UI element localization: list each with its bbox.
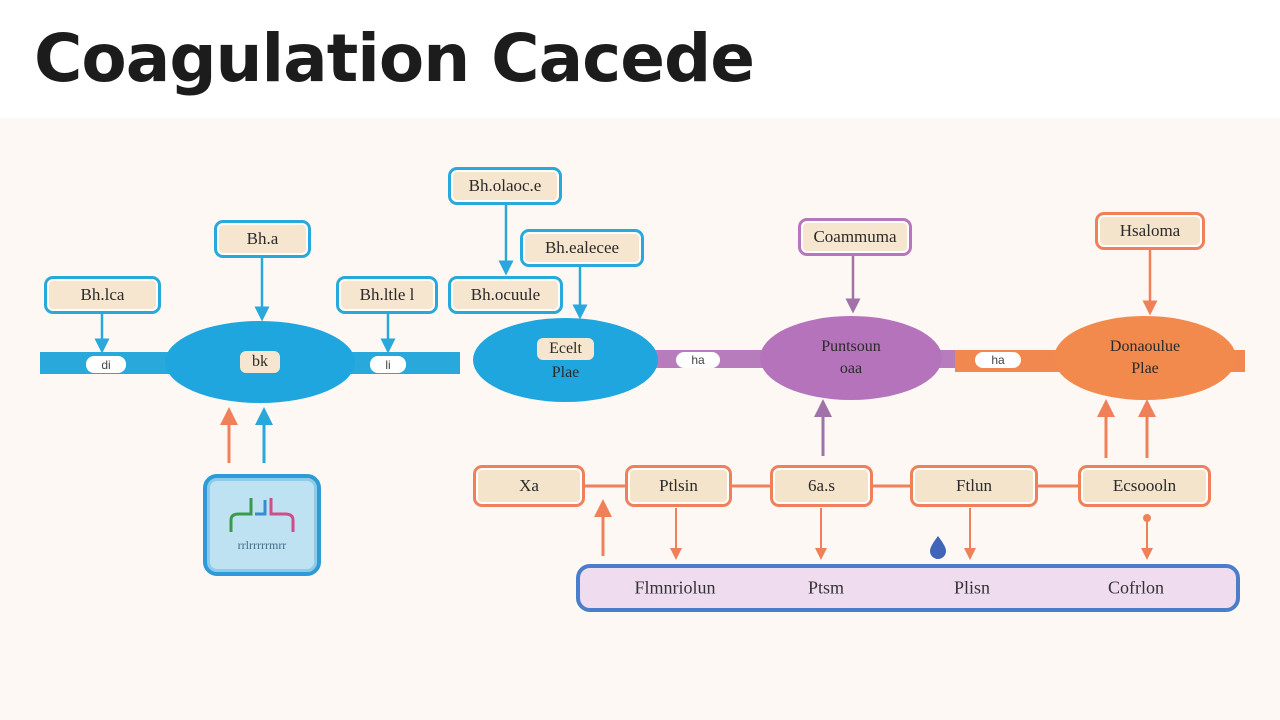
- page-title: Coagulation Cacede: [34, 20, 755, 97]
- factor-box-label: Bh.olaoc.e: [468, 176, 542, 195]
- node-label: Ecelt: [537, 338, 594, 360]
- connector-layer: [40, 204, 1245, 560]
- factor-box-g[interactable]: Coammuma: [798, 218, 912, 256]
- factor-box-b[interactable]: Bh.a: [214, 220, 311, 258]
- factor-box-label: Bh.ealecee: [544, 238, 620, 257]
- pathway-pill: li: [370, 356, 406, 373]
- device-label: rrlrrrrrmrr: [237, 538, 287, 552]
- bottom-box-3[interactable]: 6a.s: [770, 465, 873, 507]
- bottom-box-1[interactable]: Xa: [473, 465, 585, 507]
- bottom-box-label: 6a.s: [808, 476, 835, 495]
- factor-box-label: Bh.a: [246, 229, 279, 248]
- node-label: bk: [240, 351, 280, 373]
- bottom-box-label: Ftlun: [956, 476, 992, 495]
- panel-label: Ptsm: [807, 577, 845, 598]
- factor-box-label: Bh.ltle l: [359, 285, 415, 304]
- result-panel: Flmnriolun Ptsm Plisn Cofrlon: [576, 564, 1240, 612]
- factor-box-c[interactable]: Bh.ltle l: [336, 276, 438, 314]
- factor-box-label: Bh.lca: [80, 285, 125, 304]
- pathway-node-4[interactable]: Donaoulue Plae: [1054, 316, 1236, 400]
- bottom-box-2[interactable]: Ptlsin: [625, 465, 732, 507]
- test-tube-icon: [229, 498, 295, 532]
- node-label: Puntsoun: [821, 338, 881, 355]
- factor-box-f[interactable]: Bh.ocuule: [448, 276, 563, 314]
- header: Coagulation Cacede: [0, 0, 1280, 118]
- pathway-pill: ha: [975, 352, 1021, 368]
- pathway-node-3[interactable]: Puntsoun oaa: [760, 316, 942, 400]
- factor-box-label: Hsaloma: [1119, 221, 1181, 240]
- test-device[interactable]: rrlrrrrrmrr: [203, 474, 321, 576]
- blood-drop-icon: [930, 536, 946, 559]
- factor-box-label: Bh.ocuule: [470, 285, 541, 304]
- bottom-box-4[interactable]: Ftlun: [910, 465, 1038, 507]
- node-sublabel: oaa: [839, 360, 863, 377]
- node-sublabel: Plae: [1131, 360, 1159, 377]
- factor-box-label: Coammuma: [813, 227, 897, 246]
- bottom-box-label: Xa: [519, 476, 539, 495]
- node-sublabel: Plae: [551, 364, 580, 381]
- bottom-box-5[interactable]: Ecsoooln: [1078, 465, 1211, 507]
- pathway-pill: di: [86, 356, 126, 373]
- pathway-node-1[interactable]: bk: [165, 321, 355, 403]
- node-label: Donaoulue: [1109, 338, 1181, 355]
- panel-label: Cofrlon: [1108, 577, 1164, 598]
- node-dot: [1143, 514, 1151, 522]
- bottom-box-label: Ptlsin: [659, 476, 698, 495]
- factor-box-e[interactable]: Bh.ealecee: [520, 229, 644, 267]
- panel-label: Plisn: [953, 577, 991, 598]
- factor-box-a[interactable]: Bh.lca: [44, 276, 161, 314]
- pathway-node-2[interactable]: Ecelt Plae: [473, 318, 658, 402]
- factor-box-h[interactable]: Hsaloma: [1095, 212, 1205, 250]
- pathway-pill: ha: [676, 352, 720, 368]
- panel-label: Flmnriolun: [634, 577, 716, 598]
- bottom-box-label: Ecsoooln: [1112, 476, 1177, 495]
- diagram-canvas: Bh.lca Bh.a Bh.ltle l Bh.olaoc.e Bh.eale…: [0, 118, 1280, 720]
- factor-box-d[interactable]: Bh.olaoc.e: [448, 167, 562, 205]
